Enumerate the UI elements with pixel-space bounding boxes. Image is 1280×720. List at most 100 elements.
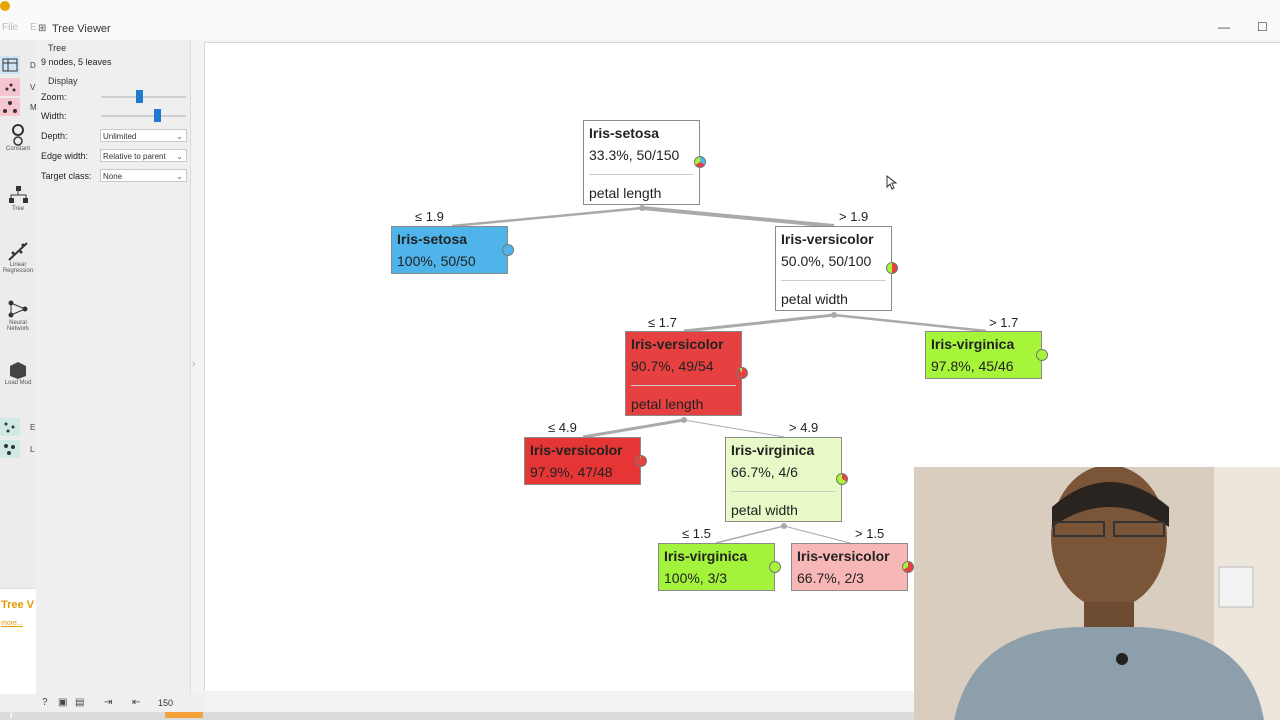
node-stats: 50.0%, 50/100: [781, 253, 872, 269]
zoom-slider[interactable]: [101, 90, 186, 103]
collapse-panel-arrow-icon[interactable]: ›: [192, 358, 196, 370]
tree-node-root[interactable]: Iris-setosa 33.3%, 50/150 petal length: [583, 120, 706, 205]
orange-app-icon: [0, 1, 10, 11]
edge-label-n2-right: > 1.7: [989, 315, 1019, 330]
linear-regression-widget[interactable]: Linear Regression: [0, 240, 36, 274]
class-distribution-pie-icon: [635, 455, 647, 467]
class-distribution-pie-icon: [886, 262, 898, 274]
constant-icon: [12, 124, 24, 146]
constant-label: Constant: [5, 146, 30, 152]
width-slider[interactable]: [101, 109, 186, 122]
width-slider-handle[interactable]: [154, 109, 161, 122]
edge-n3-left: [582, 418, 685, 439]
widget-help-box: Tree V more...: [0, 588, 36, 699]
model-widget-icon[interactable]: [0, 98, 20, 116]
node-stats: 66.7%, 4/6: [731, 464, 798, 480]
class-distribution-pie-icon: [836, 473, 848, 485]
tree-node-versicolor-leaf-2[interactable]: Iris-versicolor 66.7%, 2/3: [791, 543, 914, 591]
edge-label-root-left: ≤ 1.9: [415, 209, 444, 224]
report-icon[interactable]: ▤: [75, 697, 85, 708]
neural-network-widget[interactable]: Neural Network: [0, 298, 36, 332]
linear-regression-icon: [8, 242, 28, 261]
evaluation-widget-icon[interactable]: [0, 418, 20, 436]
orange-tab: [165, 712, 203, 718]
output-icon: ⇤: [132, 697, 141, 708]
tree-node-petal-width-2[interactable]: Iris-virginica 66.7%, 4/6 petal width: [725, 437, 848, 522]
n6-split-point: [781, 523, 787, 529]
node-divider: [631, 385, 736, 386]
tree-node-petal-width[interactable]: Iris-versicolor 50.0%, 50/100 petal widt…: [775, 226, 898, 311]
help-icon[interactable]: ?: [42, 697, 48, 708]
webcam-overlay: [914, 467, 1280, 720]
node-title: Iris-virginica: [664, 548, 748, 564]
chevron-down-icon: ⌄: [176, 132, 183, 141]
edge-label-n2-left: ≤ 1.7: [648, 315, 677, 330]
edge-width-label: Edge width:: [41, 151, 89, 161]
edge-n3-right: [683, 419, 785, 438]
presenter-video-image: [914, 467, 1280, 720]
maximize-button[interactable]: ☐: [1257, 20, 1268, 34]
class-distribution-pie-icon: [736, 367, 748, 379]
node-stats: 66.7%, 2/3: [797, 570, 864, 586]
node-title: Iris-virginica: [731, 442, 815, 458]
edge-width-select[interactable]: Relative to parent ⌄: [100, 149, 187, 162]
node-title: Iris-versicolor: [781, 231, 874, 247]
node-split-attribute: petal length: [631, 396, 704, 412]
info-icon[interactable]: i: [10, 710, 13, 720]
scatter-plot-widget-icon[interactable]: [0, 78, 20, 96]
title-bar: File E ⊞ Tree Viewer — ☐: [0, 0, 1280, 40]
strip-letter-1: D: [30, 61, 36, 70]
tree-node-petal-length[interactable]: Iris-versicolor 90.7%, 49/54 petal lengt…: [625, 331, 748, 416]
status-bar: ? ▣ ▤ ⇥ ⇤ 150: [0, 694, 205, 712]
chevron-down-icon: ⌄: [176, 172, 183, 181]
constant-widget[interactable]: Constant: [0, 124, 36, 152]
unsupervised-widget-icon[interactable]: [0, 440, 20, 458]
menu-file[interactable]: File: [2, 22, 19, 33]
help-title: Tree V: [1, 599, 35, 611]
edge-n6-right: [783, 525, 851, 544]
edge-root-right: [641, 206, 835, 228]
neural-network-icon: [8, 300, 28, 318]
class-distribution-pie-icon: [694, 156, 706, 168]
help-more-link[interactable]: more...: [1, 620, 23, 627]
node-title: Iris-versicolor: [797, 548, 890, 564]
depth-select[interactable]: Unlimited ⌄: [100, 129, 187, 142]
edge-width-value: Relative to parent: [103, 152, 166, 161]
mouse-cursor-icon: [886, 175, 898, 190]
width-label: Width:: [41, 111, 67, 121]
tree-info-text: 9 nodes, 5 leaves: [41, 57, 112, 67]
target-class-select[interactable]: None ⌄: [100, 169, 187, 182]
node-divider: [781, 280, 886, 281]
class-distribution-pie-icon: [502, 244, 514, 256]
node-stats: 33.3%, 50/150: [589, 147, 680, 163]
minimize-button[interactable]: —: [1218, 20, 1230, 34]
menu-edit[interactable]: E: [30, 22, 37, 33]
data-table-widget-icon[interactable]: [0, 56, 20, 74]
tree-widget[interactable]: Tree: [0, 184, 36, 212]
load-model-label: Load Mod: [4, 380, 32, 386]
edge-label-n3-right: > 4.9: [789, 420, 819, 435]
edge-label-n6-left: ≤ 1.5: [682, 526, 711, 541]
node-divider: [589, 174, 694, 175]
linear-regression-label: Linear Regression: [2, 262, 34, 274]
strip-letter-4: E: [30, 423, 36, 432]
tree-section-title: Tree: [48, 43, 67, 53]
save-image-icon[interactable]: ▣: [58, 697, 68, 708]
tree-node-versicolor-leaf-1[interactable]: Iris-versicolor 97.9%, 47/48: [524, 437, 647, 485]
tree-node-virginica-leaf-2[interactable]: Iris-virginica 100%, 3/3: [658, 543, 781, 591]
tree-node-setosa-leaf[interactable]: Iris-setosa 100%, 50/50: [391, 226, 514, 274]
input-icon: ⇥: [104, 697, 113, 708]
load-model-widget[interactable]: Load Mod: [0, 358, 36, 386]
node-stats: 97.9%, 47/48: [530, 464, 613, 480]
edge-n2-right: [833, 313, 987, 333]
edge-label-n6-right: > 1.5: [855, 526, 885, 541]
neural-network-label: Neural Network: [6, 320, 29, 332]
node-split-attribute: petal width: [731, 502, 798, 518]
tree-viewer-window-icon: ⊞: [38, 23, 47, 34]
class-distribution-pie-icon: [769, 561, 781, 573]
tree-node-virginica-leaf-1[interactable]: Iris-virginica 97.8%, 45/46: [925, 331, 1048, 379]
zoom-label: Zoom:: [41, 92, 67, 102]
zoom-slider-handle[interactable]: [136, 90, 143, 103]
depth-value: Unlimited: [103, 132, 137, 141]
